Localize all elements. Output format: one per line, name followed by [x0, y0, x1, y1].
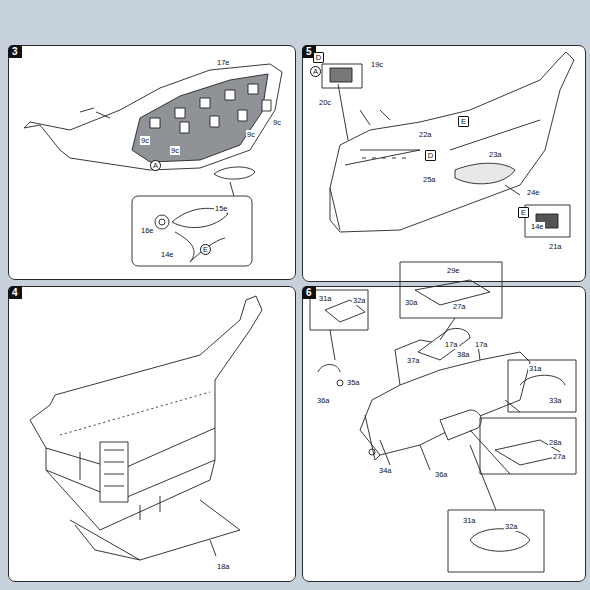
- callout-number: 22a: [418, 130, 433, 139]
- callout-number: 32a: [352, 296, 367, 305]
- callout-number: 23a: [488, 150, 503, 159]
- callout-number: 35a: [346, 378, 361, 387]
- callout-number: 30a: [404, 298, 419, 307]
- callout-number: 9c: [140, 136, 150, 145]
- callout-number: 9c: [272, 118, 282, 127]
- callout-number: 37a: [406, 356, 421, 365]
- callout-number: D: [313, 52, 324, 63]
- callout-number: 17a: [444, 340, 459, 349]
- callout-number: 32a: [504, 522, 519, 531]
- step-panel: 6: [302, 286, 586, 582]
- callout-number: A: [310, 66, 321, 77]
- callout-number: 18a: [216, 562, 231, 571]
- callout-number: 17e: [216, 58, 231, 67]
- callout-number: 36a: [434, 470, 449, 479]
- callout-number: 33a: [548, 396, 563, 405]
- callout-number: 15e: [214, 204, 229, 213]
- callout-number: 16e: [140, 226, 155, 235]
- step-number: 3: [8, 45, 22, 58]
- callout-number: 19c: [370, 60, 384, 69]
- step-panel: 5: [302, 45, 586, 282]
- step-number: 6: [302, 286, 316, 299]
- callout-number: 31a: [528, 364, 543, 373]
- callout-number: E: [200, 244, 211, 255]
- callout-number: 25a: [422, 175, 437, 184]
- callout-number: E: [518, 207, 529, 218]
- callout-number: 31a: [462, 516, 477, 525]
- callout-number: 34a: [378, 466, 393, 475]
- callout-number: 27a: [552, 452, 567, 461]
- callout-number: 29e: [446, 266, 461, 275]
- callout-number: E: [458, 116, 469, 127]
- step-panel: 4: [8, 286, 296, 582]
- callout-number: 38a: [456, 350, 471, 359]
- callout-number: 14e: [160, 250, 175, 259]
- callout-number: A: [150, 160, 161, 171]
- callout-number: 27a: [452, 302, 467, 311]
- callout-number: 24e: [526, 188, 541, 197]
- callout-number: 21a: [548, 242, 563, 251]
- callout-number: 14e: [530, 222, 545, 231]
- callout-number: 9c: [170, 146, 180, 155]
- callout-number: 36a: [316, 396, 331, 405]
- callout-number: 20c: [318, 98, 332, 107]
- callout-number: 9c: [246, 130, 256, 139]
- callout-number: D: [425, 150, 436, 161]
- step-number: 4: [8, 286, 22, 299]
- callout-number: 31a: [318, 294, 333, 303]
- callout-number: 28a: [548, 438, 563, 447]
- callout-number: 17a: [474, 340, 489, 349]
